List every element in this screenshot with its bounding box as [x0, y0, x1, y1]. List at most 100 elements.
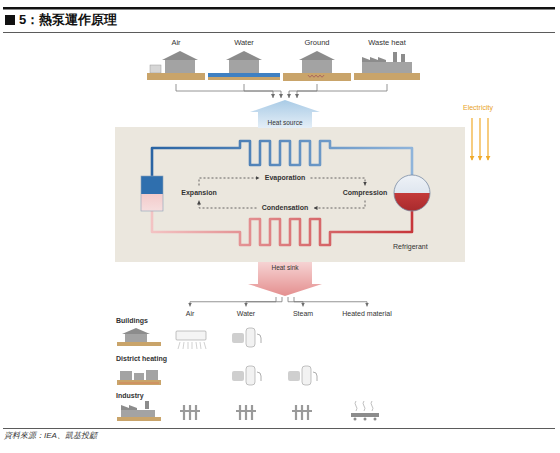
footer-rule [3, 428, 555, 430]
legend-entry: Refrigerant [393, 243, 460, 251]
industrial-heater-icon [236, 405, 256, 420]
node-text: Heat sink [271, 264, 298, 271]
factory-roof [121, 405, 137, 410]
factory [362, 62, 412, 73]
flow-line [294, 297, 367, 307]
cycle-step: Compression [339, 187, 392, 200]
node-text: Water [237, 310, 255, 318]
heat-source-site: Air [147, 37, 205, 83]
indoor-unit [176, 331, 206, 340]
factory-roof [362, 57, 386, 62]
boiler-unit [232, 333, 244, 343]
ground-strip [117, 417, 161, 421]
house [165, 60, 195, 73]
cycle-step: Evaporation [261, 172, 310, 185]
ground-strip [283, 73, 351, 81]
flow-line [297, 84, 387, 98]
label-text: Electricity [463, 104, 493, 111]
tank [246, 328, 255, 347]
heat-output: Water [233, 308, 260, 321]
air-flow [178, 342, 206, 349]
air-conditioner-icon [176, 331, 206, 349]
ground-strip [117, 342, 161, 346]
building [134, 373, 144, 380]
heat-source-site: Ground [283, 37, 351, 83]
node-text: Compression [343, 189, 388, 197]
water-band [208, 73, 280, 77]
sector-label: Industry [116, 392, 144, 400]
title-text: 5：熱泵運作原理 [19, 12, 117, 27]
ground-strip [208, 73, 280, 80]
heat-network [119, 383, 159, 384]
heat-source-site: Waste heat [354, 37, 420, 83]
ground-strip [147, 73, 205, 80]
tank [246, 366, 255, 385]
roof [162, 51, 198, 60]
heat-waves [355, 401, 373, 411]
electricity-arrow [471, 118, 472, 160]
roof [226, 51, 262, 60]
building [146, 370, 158, 380]
ground-site-icon [283, 51, 351, 81]
roller [354, 418, 357, 421]
house [125, 334, 147, 342]
electricity-arrow [479, 118, 480, 160]
heat-output: Steam [289, 308, 318, 321]
node-text: Steam [293, 310, 313, 318]
node-text: Heated material [342, 310, 391, 318]
chimney [401, 54, 405, 62]
figure-title: 5：熱泵運作原理 [19, 12, 117, 28]
heat-source-arrow: Heat source [248, 99, 322, 128]
cycle-step: Condensation [258, 202, 313, 215]
heat-output: Air [182, 308, 199, 321]
cycle-arrow [314, 201, 366, 209]
compressor [394, 175, 430, 211]
buildings-icon [117, 328, 161, 346]
cycle-arrow [199, 201, 257, 209]
ground-strip [354, 73, 420, 80]
heat-output: Heated material [338, 308, 396, 321]
header-rule [3, 7, 555, 10]
sector-label: District heating [116, 355, 167, 363]
boiler-icon [232, 366, 261, 385]
node-text: Air [186, 310, 195, 318]
factory [121, 410, 155, 417]
roller [374, 418, 377, 421]
water-site-icon [208, 51, 280, 80]
label-text: Buildings [116, 317, 148, 324]
roof [299, 51, 335, 60]
cycle-arrow [199, 178, 260, 186]
roller [364, 418, 367, 421]
chimney [145, 401, 149, 409]
roof [122, 328, 150, 334]
electricity-arrows [472, 118, 488, 160]
legend-text: Refrigerant [393, 243, 428, 251]
caption-text: 資料來源：IEA、凱基投顧 [4, 431, 97, 440]
label-text: District heating [116, 355, 167, 362]
flow-line [244, 84, 281, 98]
sector-label: Buildings [116, 317, 148, 325]
industrial-heater-icon [180, 405, 200, 420]
heated-material-icon [351, 401, 379, 421]
district-heating-icon [117, 370, 161, 385]
node-text: Water [234, 39, 254, 48]
ground-strip [117, 380, 161, 385]
legend-swatch [432, 244, 460, 250]
cold-refrigerant-pipe [152, 141, 412, 176]
node-text: Evaporation [265, 174, 305, 182]
legend-line [433, 246, 459, 249]
chimney [393, 52, 397, 62]
air-site-icon [147, 51, 205, 80]
cycle-step: Expansion [177, 187, 221, 200]
node-text: Expansion [181, 189, 216, 197]
heat-pump-panel [115, 127, 465, 262]
header-rule [3, 32, 555, 34]
house [229, 60, 259, 73]
heat-sink-arrow: Heat sink [248, 262, 322, 296]
pipe [257, 334, 261, 343]
air-unit [150, 65, 161, 73]
node-text: Air [171, 39, 180, 48]
title-bullet [5, 15, 15, 25]
